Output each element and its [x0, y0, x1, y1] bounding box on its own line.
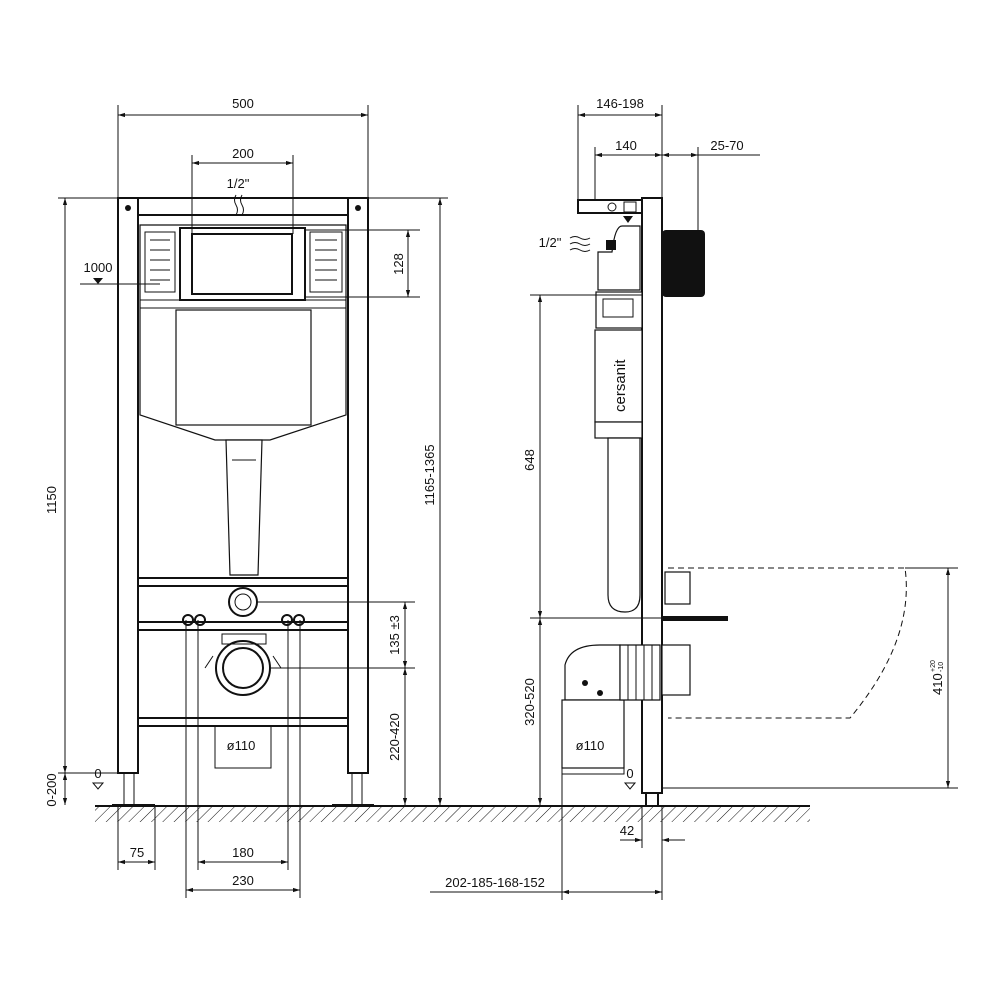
dim-0-200: 0-200 [44, 773, 59, 806]
dim-128: 128 [391, 253, 406, 275]
dim-146-198: 146-198 [596, 96, 644, 111]
dim-140: 140 [615, 138, 637, 153]
dim-410: 410 +20 -10 [930, 660, 945, 695]
dim-410-tol-plus: +20 [930, 660, 937, 672]
dim-1150: 1150 [44, 486, 59, 514]
water-inlet-arrow-side [569, 236, 591, 252]
dim-200: 200 [232, 146, 254, 161]
dim-220-420: 220-420 [387, 713, 402, 761]
water-inlet-arrow-front [234, 194, 244, 216]
side-view-frame: cersanit [561, 197, 728, 806]
dim-410-value: 410 [930, 673, 945, 695]
dim-1000: 1000 [84, 260, 113, 275]
dim-180: 180 [232, 845, 254, 860]
dim-zero-side: 0 [626, 766, 633, 781]
dim-drain-front: ø110 [227, 738, 256, 753]
dim-648: 648 [522, 449, 537, 471]
front-view-frame [112, 197, 374, 807]
dim-25-70: 25-70 [710, 138, 743, 153]
dim-drain-side: ø110 [576, 738, 605, 753]
dim-42: 42 [620, 823, 634, 838]
dim-135: 135 ±3 [387, 615, 402, 655]
dim-410-tol-minus: -10 [938, 662, 945, 672]
dim-75: 75 [130, 845, 144, 860]
dim-1165-1365: 1165-1365 [422, 444, 437, 505]
front-dimensions [58, 105, 448, 898]
brand-logo: cersanit [612, 359, 629, 412]
floor [95, 805, 810, 822]
side-dimensions [430, 105, 958, 900]
dim-202-152: 202-185-168-152 [445, 875, 545, 890]
toilet-bowl-outline [668, 567, 907, 719]
dim-zero-front: 0 [94, 766, 101, 781]
cistern-front [139, 224, 347, 769]
dim-230: 230 [232, 873, 254, 888]
label-inlet-side: 1/2" [539, 235, 562, 250]
dim-320-520: 320-520 [522, 678, 537, 726]
dim-500: 500 [232, 96, 254, 111]
label-inlet-front: 1/2" [227, 176, 250, 191]
